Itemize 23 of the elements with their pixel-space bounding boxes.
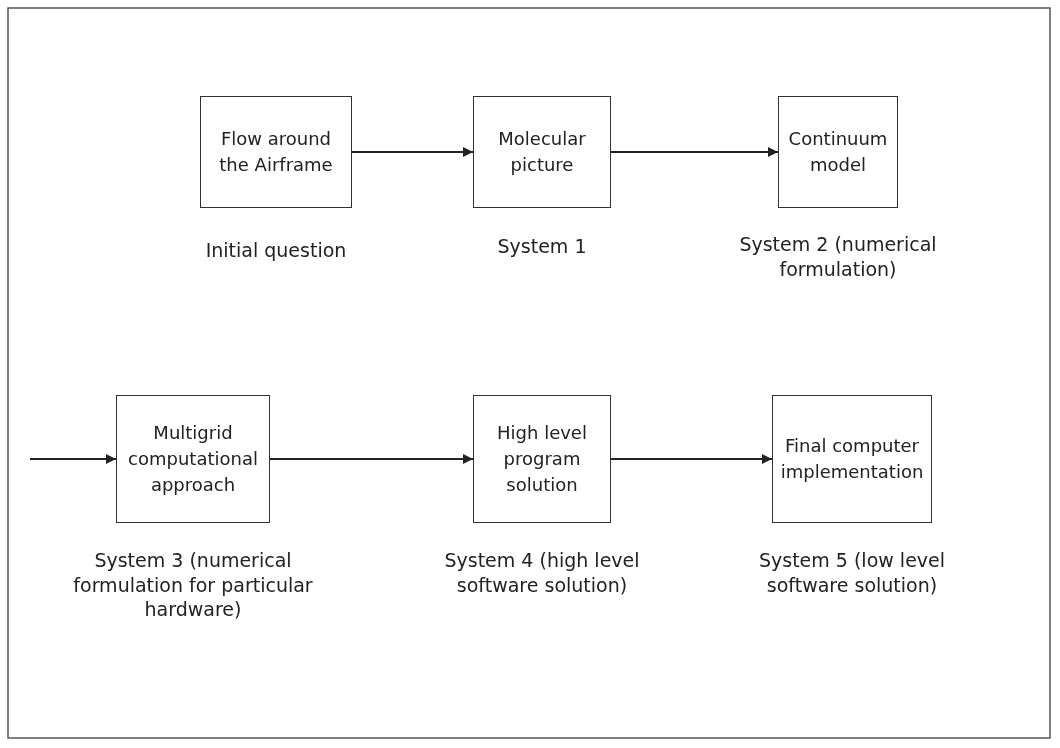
arrow <box>29 454 117 464</box>
stage-caption: System 2 (numerical formulation) <box>738 232 938 282</box>
box-label: Flow around the Airframe <box>218 126 334 177</box>
arrow <box>610 147 779 157</box>
process-box <box>200 96 352 208</box>
arrow <box>610 454 773 464</box>
process-box <box>772 395 932 523</box>
box-label: High level program solution <box>496 420 588 498</box>
process-box <box>116 395 270 523</box>
stage-caption: System 1 <box>496 234 588 259</box>
stage-caption: System 5 (low level software solution) <box>757 548 947 598</box>
stage-caption: System 3 (numerical formulation for particular hardware) <box>72 548 314 623</box>
process-box <box>473 96 611 208</box>
process-box <box>473 395 611 523</box>
arrow <box>351 147 474 157</box>
process-box <box>778 96 898 208</box>
stage-caption: Initial question <box>204 238 348 263</box>
box-label: Molecular picture <box>497 126 587 177</box>
box-label: Multigrid computational approach <box>127 420 259 498</box>
box-label: Final computer implementation <box>779 433 925 484</box>
stage-caption: System 4 (high level software solution) <box>443 548 641 598</box>
box-label: Continuum model <box>787 126 889 177</box>
arrow <box>269 454 474 464</box>
